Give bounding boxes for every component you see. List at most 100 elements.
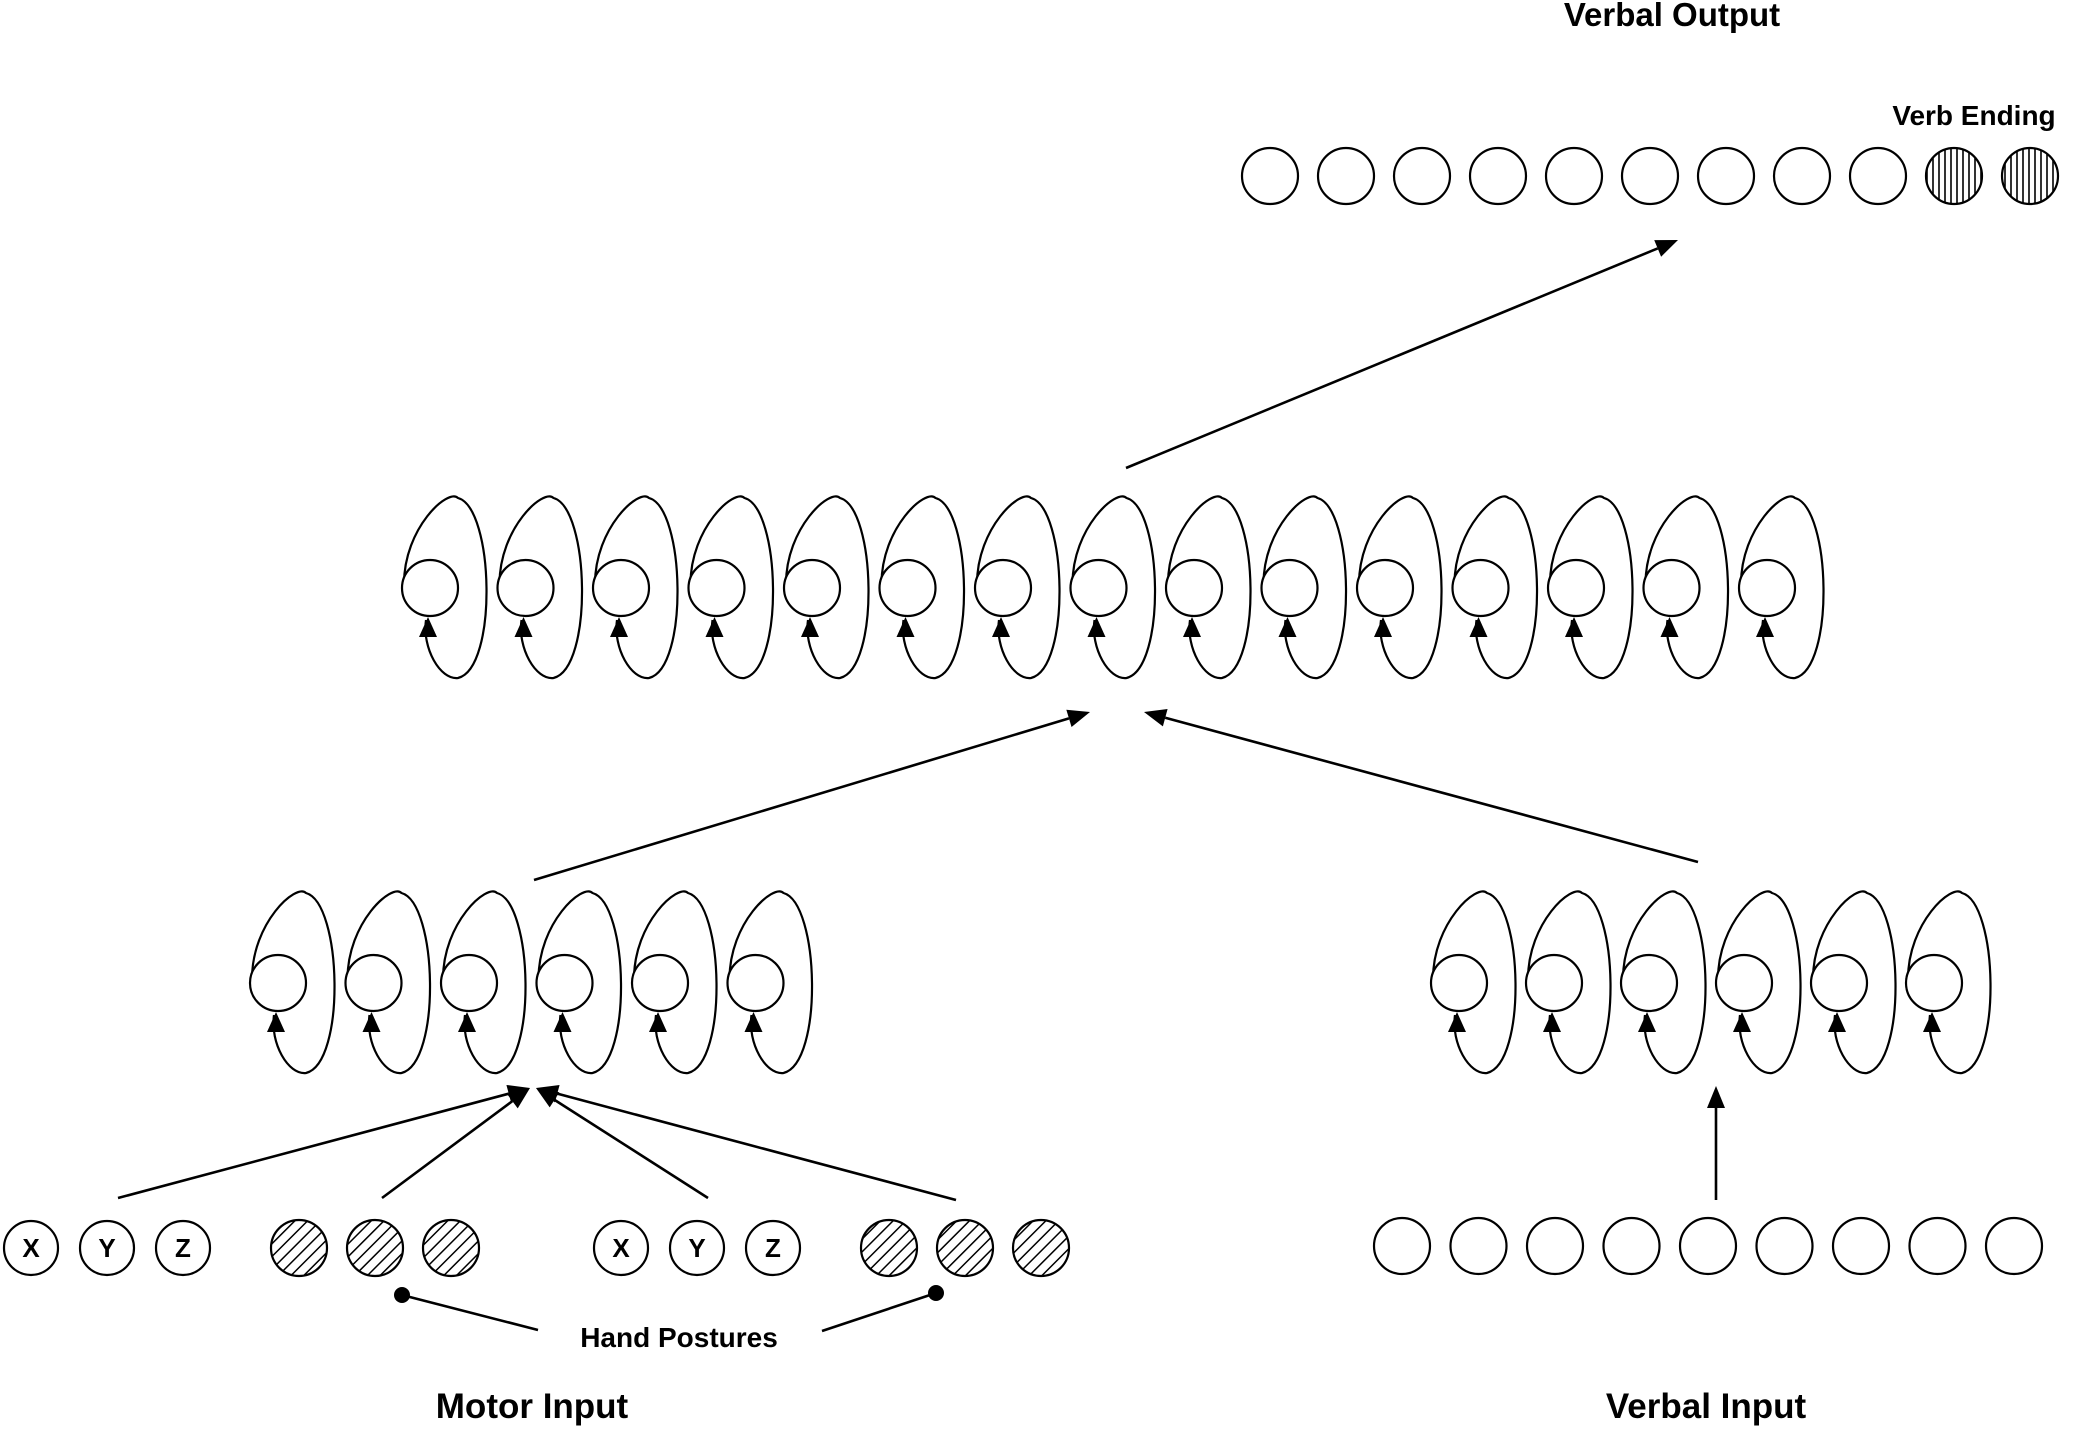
loop-arrowhead <box>362 1012 381 1032</box>
arrow-shaft <box>556 1092 957 1202</box>
recurrent-unit <box>1164 495 1252 680</box>
arrow-head <box>506 1088 530 1109</box>
recurrent-unit <box>1737 495 1825 680</box>
verbal-input-unit <box>1678 1216 1738 1276</box>
recurrent-node <box>973 558 1033 618</box>
verbal-output-unit <box>1544 146 1604 206</box>
loop-arrowhead <box>1374 617 1392 637</box>
recurrent-unit <box>344 890 432 1075</box>
motor-coordinates-group-1: X Y Z <box>2 1219 212 1277</box>
loop-arrowhead <box>1828 1012 1846 1032</box>
recurrent-node <box>496 558 555 618</box>
loop-arrowhead <box>649 1012 667 1032</box>
recurrent-unit <box>726 890 814 1075</box>
recurrent-node <box>535 953 594 1013</box>
verbal-output-layer <box>1240 146 2060 206</box>
verbal-input-unit <box>1525 1216 1585 1276</box>
callout-line-left <box>401 1293 539 1332</box>
verbal-output-unit <box>1620 146 1680 206</box>
recurrent-node <box>1642 558 1701 618</box>
self-loop <box>1548 495 1634 680</box>
verbal-to-central-arrow <box>1144 709 1699 864</box>
arrow-shaft <box>533 717 1070 882</box>
recurrent-unit <box>248 890 336 1075</box>
recurrent-node <box>344 953 403 1013</box>
coordinate-unit-y <box>668 1219 726 1277</box>
loop-arrowhead <box>1638 1012 1656 1032</box>
loop-arrowhead <box>992 617 1010 637</box>
recurrent-node <box>1619 953 1679 1013</box>
connection-arrows <box>117 240 1725 1202</box>
coordinate-label-x: X <box>22 1233 40 1263</box>
hand-postures-group-1 <box>269 1218 481 1278</box>
hand-posture-unit <box>859 1218 919 1278</box>
recurrent-unit <box>1904 890 1992 1075</box>
self-loop <box>250 890 336 1075</box>
recurrent-unit <box>1429 890 1517 1075</box>
verb-ending-unit <box>2000 146 2060 206</box>
hand-postures-callout <box>394 1285 944 1333</box>
coordinate-label-z: Z <box>765 1233 781 1263</box>
self-loop <box>1621 890 1707 1075</box>
verb-ending-label: Verb Ending <box>1892 100 2055 131</box>
loop-arrowhead <box>1469 617 1488 637</box>
recurrent-node <box>726 953 785 1013</box>
recurrent-node <box>248 953 308 1013</box>
verbal-output-unit <box>1696 146 1756 206</box>
recurrent-node <box>1737 558 1797 618</box>
hand-posture-unit <box>935 1218 995 1278</box>
recurrent-unit <box>1524 890 1612 1075</box>
self-loop <box>1811 890 1897 1075</box>
recurrent-unit <box>1546 495 1634 680</box>
loop-arrowhead <box>1183 617 1201 637</box>
self-loop <box>1644 495 1730 680</box>
verbal-input-unit <box>1755 1216 1814 1276</box>
verbal-output-unit <box>1240 146 1300 206</box>
recurrent-unit <box>782 495 870 680</box>
recurrent-node <box>1714 953 1774 1013</box>
coordinate-unit-z <box>154 1219 212 1277</box>
hand-postures-group-2 <box>859 1218 1071 1278</box>
self-loop <box>593 495 679 680</box>
arrow-head <box>1707 1086 1725 1108</box>
verbal-input-unit <box>1449 1216 1508 1276</box>
loop-arrowhead <box>1733 1012 1751 1032</box>
recurrent-node <box>1260 558 1319 618</box>
verbal-output-unit <box>1772 146 1832 206</box>
verbal-recurrent-layer <box>1429 890 1992 1075</box>
loop-arrowhead <box>610 617 628 637</box>
loop-arrowhead <box>1565 617 1583 637</box>
recurrent-node <box>630 953 690 1013</box>
coordinate-unit-x <box>2 1219 60 1277</box>
self-loop <box>1906 890 1992 1075</box>
self-loop <box>1262 495 1348 680</box>
hand-posture-unit <box>421 1218 481 1278</box>
recurrent-node <box>1164 558 1224 618</box>
recurrent-unit <box>535 890 623 1075</box>
recurrent-unit <box>687 495 775 680</box>
coordinate-label-y: Y <box>98 1233 115 1263</box>
self-loop <box>1716 890 1802 1075</box>
recurrent-unit <box>439 890 527 1075</box>
self-loop <box>498 495 584 680</box>
coordinate-label-z: Z <box>175 1233 191 1263</box>
arrow-shaft <box>1164 716 1699 864</box>
recurrent-node <box>782 558 842 618</box>
coordinate-unit-y <box>78 1219 136 1277</box>
coordinate-label-x: X <box>612 1233 630 1263</box>
motor-recurrent-layer <box>248 890 814 1075</box>
self-loop <box>880 495 966 680</box>
hand-posture-unit <box>1011 1218 1071 1278</box>
self-loop <box>1526 890 1612 1075</box>
recurrent-node <box>878 558 937 618</box>
arrow-head <box>1066 709 1090 727</box>
loop-arrowhead <box>553 1012 572 1032</box>
recurrent-node <box>1355 558 1415 618</box>
motor-coordinates-group-2: X Y Z <box>592 1219 802 1277</box>
loop-arrowhead <box>1278 617 1297 637</box>
recurrent-unit <box>1809 890 1897 1075</box>
recurrent-node <box>1429 953 1489 1013</box>
recurrent-unit <box>1355 495 1443 680</box>
motor-input-label: Motor Input <box>436 1387 629 1426</box>
